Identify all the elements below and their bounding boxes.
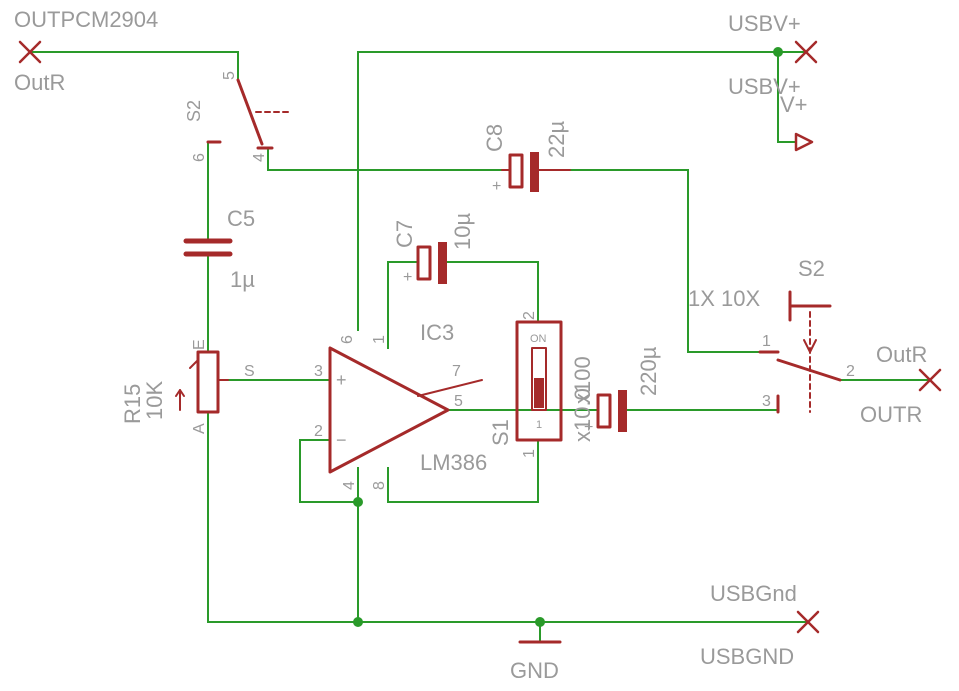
- r15-pin-s: S: [244, 363, 255, 380]
- capacitor-c5: [183, 238, 233, 257]
- c8-value: 22µ: [544, 121, 569, 158]
- ic3-pin4: 4: [341, 481, 358, 490]
- label-usbgnd-top: USBGnd: [710, 581, 797, 606]
- s2-right-name: S2: [798, 256, 825, 281]
- junction-gnd-left: [353, 617, 363, 627]
- s2-top-pin4: 4: [251, 153, 268, 162]
- s2-right-pin2: 2: [846, 363, 855, 380]
- opamp-ic3: [328, 346, 483, 474]
- ic3-pin6: 6: [339, 335, 356, 344]
- ic3-minus: −: [336, 430, 347, 450]
- c8-name: C8: [482, 124, 507, 152]
- junction-pin4: [353, 497, 363, 507]
- wire-c7-s1: [447, 261, 539, 323]
- wire-usbv-vplus: [777, 51, 797, 143]
- label-outr-right-top: OutR: [876, 342, 927, 367]
- wire-usbv-rail: [357, 51, 807, 331]
- c-out-plus: +: [584, 419, 593, 436]
- s1-on: ON: [530, 333, 547, 345]
- s2-right-modes: 1X 10X: [688, 286, 760, 311]
- wire-pin2: [299, 439, 359, 503]
- label-usbv-top: USBV+: [728, 11, 801, 36]
- junction-gnd-symbol: [535, 617, 545, 627]
- wire-pin1-c7: [387, 261, 419, 349]
- ic3-name: IC3: [420, 320, 454, 345]
- s1-pin2: 2: [521, 311, 538, 320]
- port-outr-in: [18, 40, 42, 64]
- c-out-value: 220µ: [636, 346, 661, 396]
- label-outpcm: OUTPCM2904: [14, 7, 158, 32]
- wire-c8-s2r: [569, 169, 761, 353]
- s1-gain-a: x100: [570, 356, 595, 404]
- switch-s2-right: [758, 290, 842, 414]
- c8-plus: +: [492, 178, 501, 195]
- c7-name: C7: [392, 220, 417, 248]
- s2-right-pin3: 3: [762, 393, 771, 410]
- s2-top-pin6: 6: [191, 153, 208, 162]
- wire-outr-in: [29, 51, 239, 81]
- ic3-plus: +: [336, 370, 347, 390]
- ic3-pin5: 5: [454, 393, 463, 410]
- c7-value: 10µ: [450, 213, 475, 250]
- s1-name: S1: [488, 419, 513, 446]
- ic3-pin7: 7: [452, 363, 461, 380]
- wire-s2-c8: [267, 147, 503, 171]
- capacitor-c7: [416, 242, 447, 284]
- capacitor-output: [596, 390, 627, 432]
- dip-switch-s1: [515, 320, 563, 442]
- s1-pin1: 1: [521, 449, 538, 458]
- capacitor-c8: [501, 152, 571, 192]
- label-usbv-mid: USBV+: [728, 74, 801, 99]
- label-outr-left: OutR: [14, 70, 65, 95]
- s2-top-name: S2: [184, 100, 204, 122]
- ic3-pin8: 8: [371, 481, 388, 490]
- switch-s2-top: [206, 78, 291, 150]
- label-vplus: V+: [780, 92, 808, 117]
- s1-gain-b: x10.0: [570, 388, 595, 442]
- ic3-part: LM386: [420, 450, 487, 475]
- r15-pin-a: A: [191, 423, 208, 434]
- label-gnd: GND: [510, 658, 559, 683]
- s2-right-pin1: 1: [762, 333, 771, 350]
- r15-name: R15: [120, 384, 145, 424]
- junction-usbv: [773, 47, 783, 57]
- wire-pin8-s1: [387, 439, 539, 503]
- c7-plus: +: [403, 269, 412, 286]
- port-usbv: [794, 40, 818, 64]
- r15-value: 10K: [142, 381, 167, 420]
- ic3-pin1: 1: [371, 335, 388, 344]
- label-usbgnd-bottom: USBGND: [700, 644, 794, 669]
- ic3-pin3: 3: [314, 363, 323, 380]
- potentiometer-r15: [175, 350, 229, 414]
- wire-r15-gnd: [207, 411, 807, 623]
- wires: [29, 51, 929, 641]
- label-outr-right-bottom: OUTR: [860, 402, 922, 427]
- c5-value: 1µ: [230, 267, 255, 292]
- vplus-arrow: [794, 132, 814, 152]
- port-outr-out: [918, 368, 942, 392]
- s1-one: 1: [536, 419, 542, 431]
- c5-name: C5: [227, 206, 255, 231]
- s2-top-pin5: 5: [221, 71, 238, 80]
- r15-pin-e: E: [191, 339, 208, 350]
- port-usbgnd: [796, 610, 820, 634]
- ic3-pin2: 2: [314, 423, 323, 440]
